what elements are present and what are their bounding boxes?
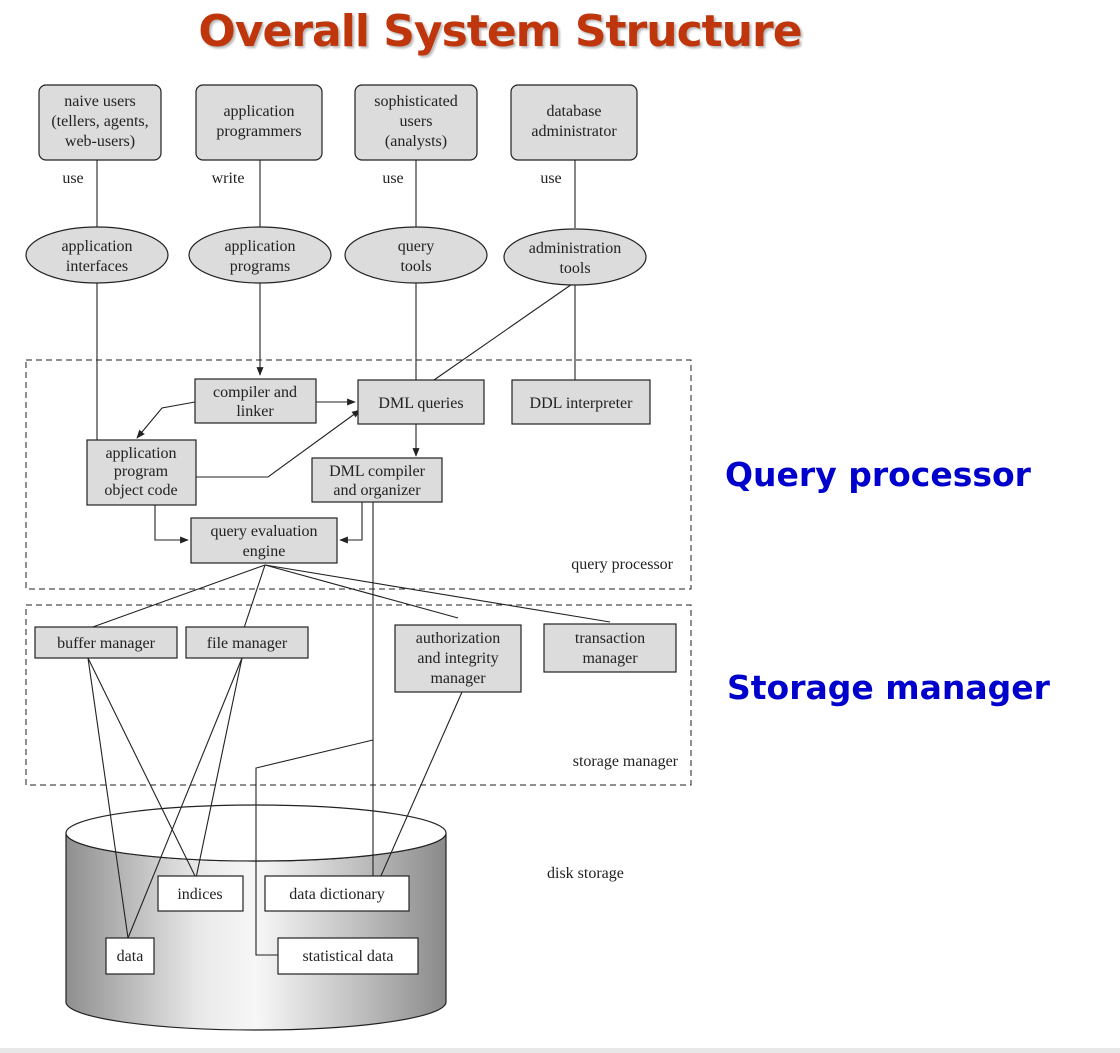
application-interfaces-label: interfaces <box>66 258 128 275</box>
compiler-linker-label: linker <box>236 403 274 420</box>
edge-label-write: write <box>212 170 245 187</box>
data-dictionary-label: data dictionary <box>289 886 385 903</box>
compiler-linker-label: compiler and <box>213 384 297 401</box>
edge-label-use: use <box>540 170 561 187</box>
administration-tools-ellipse: administration tools <box>503 228 647 286</box>
file-manager-label: file manager <box>207 635 288 652</box>
authorization-integrity-label: and integrity <box>417 650 498 667</box>
bottom-divider <box>0 1048 1120 1053</box>
database-administrator-box: database administrator <box>510 84 638 161</box>
application-programmers-box: application programmers <box>195 84 323 161</box>
storage-manager-region-label: storage manager <box>573 753 679 770</box>
naive-users-label: naive users <box>64 93 136 110</box>
query-processor-region-label: query processor <box>571 556 673 573</box>
buffer-manager-label: buffer manager <box>57 635 156 652</box>
database-administrator-label: database <box>546 103 601 120</box>
disk-storage-label: disk storage <box>547 865 624 882</box>
transaction-manager-box: transaction manager <box>543 623 677 673</box>
application-programs-label: programs <box>230 258 290 275</box>
query-tools-ellipse: query tools <box>344 226 488 284</box>
sophisticated-users-box: sophisticated users (analysts) <box>354 84 478 161</box>
dml-compiler-organizer-box: DML compiler and organizer <box>311 457 443 503</box>
query-tools-label: query <box>398 238 434 255</box>
sophisticated-users-label: (analysts) <box>385 133 447 150</box>
application-programs-label: application <box>224 238 295 255</box>
query-evaluation-engine-label: query evaluation <box>210 523 317 540</box>
transaction-manager-label: manager <box>582 650 638 667</box>
administration-tools-label: administration <box>529 240 621 257</box>
dml-queries-label: DML queries <box>378 395 463 412</box>
application-interfaces-ellipse: application interfaces <box>25 226 169 284</box>
indices-box: indices <box>157 875 244 912</box>
file-manager-box: file manager <box>185 626 309 659</box>
data-box: data <box>105 937 155 975</box>
naive-users-box: naive users (tellers, agents, web-users) <box>38 84 162 161</box>
naive-users-label: (tellers, agents, <box>51 113 148 130</box>
dml-queries-box: DML queries <box>357 379 485 425</box>
dml-compiler-label: and organizer <box>333 482 421 499</box>
statistical-data-box: statistical data <box>277 937 419 975</box>
edge-label-use: use <box>62 170 83 187</box>
dml-compiler-label: DML compiler <box>329 463 426 480</box>
application-programmers-label: application <box>223 103 294 120</box>
indices-label: indices <box>177 886 222 903</box>
object-code-label: program <box>114 463 169 480</box>
transaction-manager-label: transaction <box>575 630 645 647</box>
database-administrator-label: administrator <box>531 123 617 140</box>
connector-lines <box>87 160 611 956</box>
sophisticated-users-label: sophisticated <box>374 93 458 110</box>
data-dictionary-box: data dictionary <box>264 875 410 912</box>
object-code-label: application <box>105 445 176 462</box>
query-evaluation-engine-box: query evaluation engine <box>190 517 338 564</box>
query-tools-label: tools <box>400 258 431 275</box>
statistical-data-label: statistical data <box>302 948 393 965</box>
administration-tools-label: tools <box>559 260 590 277</box>
query-processor-region <box>25 359 692 590</box>
query-processor-side-label: Query processor <box>725 455 1031 494</box>
storage-manager-region <box>25 604 692 786</box>
sophisticated-users-label: users <box>400 113 433 130</box>
authorization-integrity-manager-box: authorization and integrity manager <box>394 624 522 693</box>
storage-manager-side-label: Storage manager <box>727 668 1050 707</box>
query-evaluation-engine-label: engine <box>243 543 286 560</box>
authorization-integrity-label: manager <box>430 670 486 687</box>
naive-users-label: web-users) <box>65 133 135 150</box>
ddl-interpreter-box: DDL interpreter <box>511 379 651 425</box>
ddl-interpreter-label: DDL interpreter <box>530 395 634 412</box>
edge-label-use: use <box>382 170 403 187</box>
authorization-integrity-label: authorization <box>416 630 500 647</box>
application-programmers-label: programmers <box>216 123 301 140</box>
application-interfaces-label: application <box>61 238 132 255</box>
object-code-label: object code <box>104 482 177 499</box>
application-program-object-code-box: application program object code <box>86 439 197 506</box>
data-label: data <box>117 948 144 965</box>
application-programs-ellipse: application programs <box>188 226 332 284</box>
buffer-manager-box: buffer manager <box>34 626 178 659</box>
compiler-linker-box: compiler and linker <box>194 378 317 424</box>
slide-title: Overall System Structure <box>198 6 802 57</box>
